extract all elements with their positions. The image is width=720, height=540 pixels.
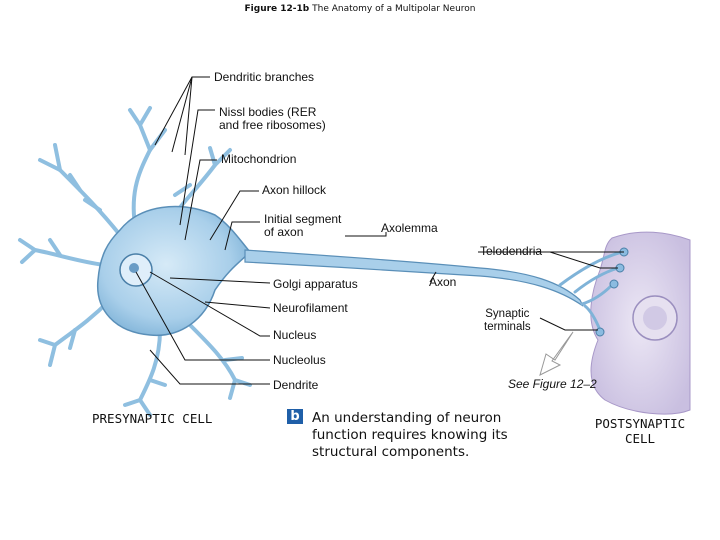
- label-nissl-line2: and free ribosomes): [219, 118, 326, 132]
- nucleolus: [129, 263, 139, 273]
- label-axolemma: Axolemma: [381, 221, 438, 235]
- figure-title: Figure 12-1b The Anatomy of a Multipolar…: [0, 4, 720, 14]
- label-dendritic-branches: Dendritic branches: [214, 70, 315, 84]
- label-synaptic-line1: Synaptic: [485, 308, 530, 320]
- postsynaptic-line2: CELL: [624, 431, 656, 446]
- figure-title-text: The Anatomy of a Multipolar Neuron: [312, 4, 476, 14]
- figure-number: Figure 12-1b: [244, 4, 310, 14]
- label-axon: Axon: [429, 275, 457, 289]
- label-nissl-bodies: Nissl bodies (RER and free ribosomes): [219, 106, 326, 132]
- label-initial-segment-line2: of axon: [264, 225, 304, 239]
- label-initial-segment-line1: Initial segment: [264, 212, 342, 226]
- label-nucleolus: Nucleolus: [273, 353, 326, 367]
- label-synaptic-line2: terminals: [484, 321, 531, 333]
- leader-lines: [135, 76, 624, 385]
- label-dendrite: Dendrite: [273, 378, 319, 392]
- label-axon-hillock: Axon hillock: [262, 183, 327, 197]
- label-nucleus: Nucleus: [273, 328, 317, 342]
- postsynaptic-line1: POSTSYNAPTIC: [594, 416, 686, 431]
- presynaptic-cell-label: PRESYNAPTIC CELL: [92, 411, 213, 426]
- label-mitochondrion: Mitochondrion: [221, 152, 297, 166]
- label-nissl-line1: Nissl bodies (RER: [219, 105, 317, 119]
- see-figure-arrow: [539, 331, 574, 376]
- dendrites: [18, 106, 252, 417]
- caption-badge: b: [287, 409, 303, 424]
- caption-text: An understanding of neuron function requ…: [312, 410, 508, 460]
- cell-body: [97, 205, 252, 337]
- label-golgi-apparatus: Golgi apparatus: [273, 277, 358, 291]
- label-neurofilament: Neurofilament: [273, 301, 348, 315]
- label-synaptic-terminals: Synaptic terminals: [484, 308, 531, 334]
- label-initial-segment: Initial segment of axon: [264, 213, 341, 239]
- see-figure-reference: See Figure 12–2: [508, 377, 597, 391]
- label-telodendria: Telodendria: [480, 244, 543, 258]
- axon: [244, 249, 584, 307]
- postsynaptic-cell-label: POSTSYNAPTIC CELL: [590, 416, 690, 446]
